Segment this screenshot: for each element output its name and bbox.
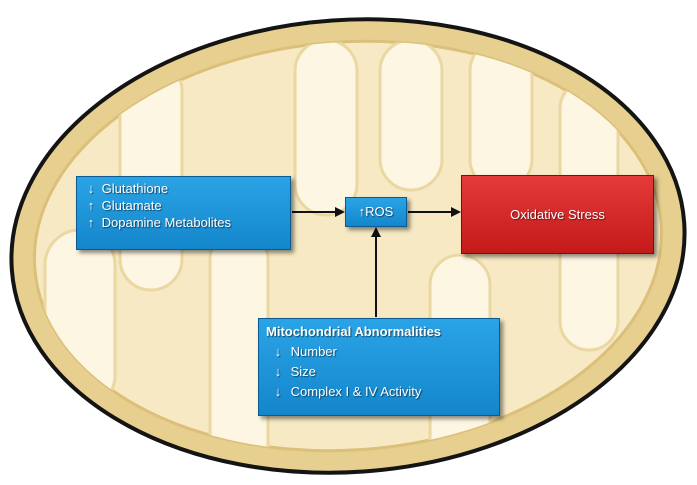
crista-fold [295,40,357,215]
glutathione-line: ↓ Glutathione [84,180,290,197]
mitochondrial-abnormalities-title: Mitochondrial Abnormalities [266,322,499,342]
dopamine-metabolites-line: ↑ Dopamine Metabolites [84,214,290,231]
down-arrow-icon: ↓ [269,382,287,402]
up-arrow-icon: ↑ [84,197,98,214]
number-line: ↓ Number [266,342,499,362]
size-label: Size [291,364,316,379]
complex-activity-line: ↓ Complex I & IV Activity [266,382,499,402]
oxidative-stress-label: Oxidative Stress [510,207,605,222]
crista-fold [380,40,442,190]
complex-activity-label: Complex I & IV Activity [291,384,422,399]
up-arrow-icon: ↑ [84,214,98,231]
ros-box: ↑ROS [345,197,407,227]
glutamate-label: Glutamate [102,198,162,213]
glutamate-line: ↑ Glutamate [84,197,290,214]
down-arrow-icon: ↓ [269,362,287,382]
ros-label: ROS [365,204,393,219]
size-line: ↓ Size [266,362,499,382]
glutathione-label: Glutathione [102,181,169,196]
number-label: Number [291,344,337,359]
oxidative-stress-box: Oxidative Stress [461,175,654,254]
dopamine-metabolites-label: Dopamine Metabolites [102,215,231,230]
down-arrow-icon: ↓ [84,180,98,197]
down-arrow-icon: ↓ [269,342,287,362]
neurochemical-changes-box: ↓ Glutathione ↑ Glutamate ↑ Dopamine Met… [76,176,291,250]
mitochondrial-abnormalities-box: Mitochondrial Abnormalities ↓ Number ↓ S… [258,318,500,416]
